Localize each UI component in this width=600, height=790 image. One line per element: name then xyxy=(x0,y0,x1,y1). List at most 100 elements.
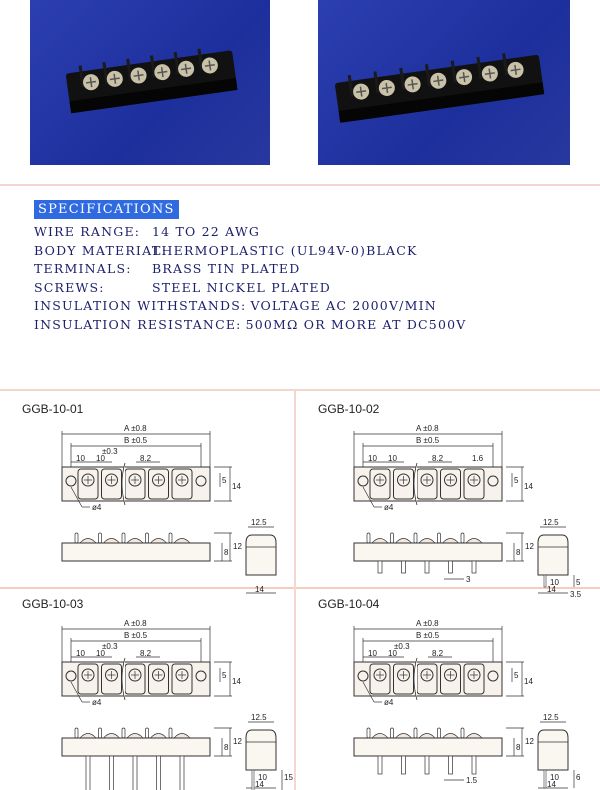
screw-icon xyxy=(397,668,410,682)
spec-key: SCREWS: xyxy=(34,279,105,295)
screw-icon xyxy=(81,668,95,682)
dim-height-5: 5 xyxy=(222,671,227,680)
dim-height-14: 14 xyxy=(524,677,533,686)
screw-icon xyxy=(467,668,481,682)
screw-icon xyxy=(420,668,434,682)
screw-icon xyxy=(128,473,142,487)
dim-height-8: 8 xyxy=(516,743,521,752)
product-photo-terminal-block-7 xyxy=(318,0,570,165)
screw-icon xyxy=(373,668,387,682)
dim-pitch-1: 10 xyxy=(76,454,85,463)
dim-height-14: 14 xyxy=(524,482,533,491)
solder-pin xyxy=(401,560,406,574)
dim-a: A ±0.8 xyxy=(124,424,147,433)
dim-pitch: 8.2 xyxy=(432,454,444,463)
dim-hole-diameter: ø4 xyxy=(384,698,394,707)
product-photo-terminal-block-6 xyxy=(30,0,270,165)
dim-b: B ±0.5 xyxy=(416,436,440,445)
spec-row: BODY MATERIAL:THERMOPLASTIC (UL94V-0)BLA… xyxy=(34,243,467,262)
dim-hole-diameter: ø4 xyxy=(92,698,102,707)
terminal-block xyxy=(335,53,545,123)
spec-row: INSULATION RESISTANCE:500MΩ OR MORE AT D… xyxy=(34,317,467,336)
screw-icon xyxy=(397,473,410,487)
dim-b: B ±0.5 xyxy=(124,436,148,445)
dim-pin-length: 5 xyxy=(576,578,581,587)
dim-height-5: 5 xyxy=(514,476,519,485)
dim-width-12-5: 12.5 xyxy=(543,518,559,527)
mounting-hole-icon xyxy=(195,670,207,682)
spec-value: THERMOPLASTIC (UL94V-0)BLACK xyxy=(152,242,418,258)
dim-pin-width: 3 xyxy=(466,575,471,584)
dim-height-12: 12 xyxy=(525,542,534,551)
dim-b: B ±0.5 xyxy=(124,631,148,640)
dim-width-14: 14 xyxy=(255,780,264,789)
spec-row: INSULATION WITHSTANDS:VOLTAGE AC 2000V/M… xyxy=(34,298,467,317)
dim-a: A ±0.8 xyxy=(416,619,439,628)
divider xyxy=(294,390,296,790)
side-view: 812 xyxy=(61,532,242,562)
dim-height-8: 8 xyxy=(224,743,229,752)
solder-pin xyxy=(377,560,383,574)
dim-pin-side: 3.5 xyxy=(570,590,582,599)
spec-key: INSULATION RESISTANCE: xyxy=(34,316,242,332)
dim-pitch-1: 10 xyxy=(368,649,377,658)
solder-pin xyxy=(156,755,161,790)
screw-icon xyxy=(128,668,142,682)
specifications-title: SPECIFICATIONS xyxy=(34,200,179,219)
dim-pitch-1: 10 xyxy=(76,649,85,658)
mounting-hole-icon xyxy=(65,475,77,487)
spec-value: 500MΩ OR MORE AT DC500V xyxy=(245,316,467,332)
spec-row: SCREWS: STEEL NICKEL PLATED xyxy=(34,280,467,299)
spec-value: BRASS TIN PLATED xyxy=(152,261,301,276)
dim-height-12: 12 xyxy=(233,737,242,746)
screw-icon xyxy=(420,473,434,487)
break-line xyxy=(121,657,126,701)
dim-pitch: 8.2 xyxy=(432,649,444,658)
mounting-hole-icon xyxy=(65,670,77,682)
screw-icon xyxy=(175,668,189,682)
dim-pitch: 8.2 xyxy=(140,649,152,658)
dim-pin-length: 6 xyxy=(576,773,581,782)
dim-height-14: 14 xyxy=(232,677,241,686)
spec-value: STEEL NICKEL PLATED xyxy=(152,279,331,295)
screw-icon xyxy=(444,473,457,487)
spec-row: TERMINALS: BRASS TIN PLATED xyxy=(34,261,467,280)
dim-tolerance: ±0.3 xyxy=(102,447,118,456)
spec-key: BODY MATERIAL: xyxy=(34,242,168,258)
dim-width-12-5: 12.5 xyxy=(251,713,267,722)
dim-pitch-2: 10 xyxy=(96,649,105,658)
dim-a: A ±0.8 xyxy=(124,619,147,628)
solder-pin xyxy=(132,755,138,790)
dim-height-8: 8 xyxy=(516,548,521,557)
solder-pin xyxy=(401,755,406,775)
break-line xyxy=(413,462,418,506)
terminal-block xyxy=(65,48,238,114)
solder-pin xyxy=(471,560,477,574)
spec-value: 14 TO 22 AWG xyxy=(152,224,261,239)
solder-pin xyxy=(448,560,453,574)
dim-b: B ±0.5 xyxy=(416,631,440,640)
dim-tolerance: ±0.3 xyxy=(102,642,118,651)
solder-pin xyxy=(424,560,430,574)
solder-pin xyxy=(377,755,383,775)
dim-height-14: 14 xyxy=(232,482,241,491)
divider xyxy=(0,587,600,589)
spec-key: TERMINALS: xyxy=(34,261,132,276)
dim-hole-diameter: ø4 xyxy=(92,503,102,512)
screw-icon xyxy=(105,473,118,487)
dim-tab: 1.6 xyxy=(472,454,484,463)
dim-pin-width: 1.5 xyxy=(466,776,478,785)
dim-pin-length: 15 xyxy=(284,773,293,782)
dim-height-8: 8 xyxy=(224,548,229,557)
dim-height-5: 5 xyxy=(514,671,519,680)
model-number: GGB-10-02 xyxy=(318,402,380,416)
